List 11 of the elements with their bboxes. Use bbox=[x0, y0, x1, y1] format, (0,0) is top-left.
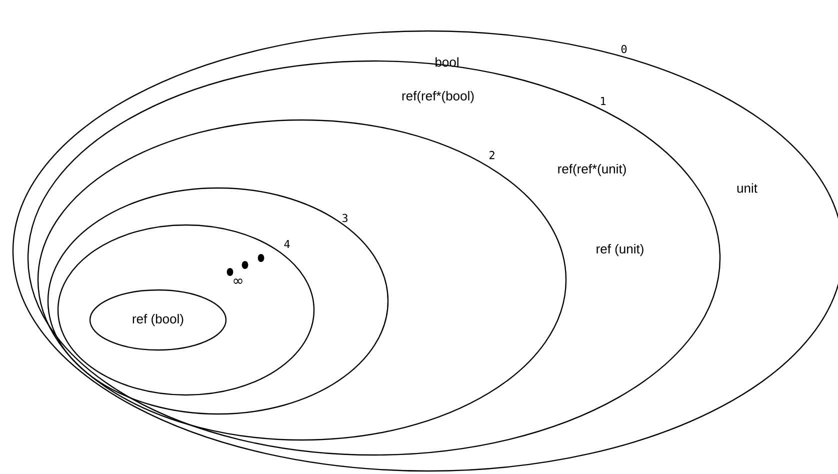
type-label: unit bbox=[737, 183, 758, 193]
infinity-label: ∞ bbox=[234, 278, 242, 284]
type-label: ref (unit) bbox=[596, 244, 644, 256]
set-number: 2 bbox=[490, 150, 494, 160]
type-label: ref (bool) bbox=[132, 314, 184, 326]
set-number: 4 bbox=[284, 240, 290, 248]
set-number: 1 bbox=[601, 97, 606, 105]
type-label: ref(ref*(unit) bbox=[558, 164, 626, 176]
set-number: 3 bbox=[342, 214, 348, 222]
type-label: ref(ref*(bool) bbox=[402, 90, 474, 104]
set-number: 0 bbox=[621, 44, 627, 54]
